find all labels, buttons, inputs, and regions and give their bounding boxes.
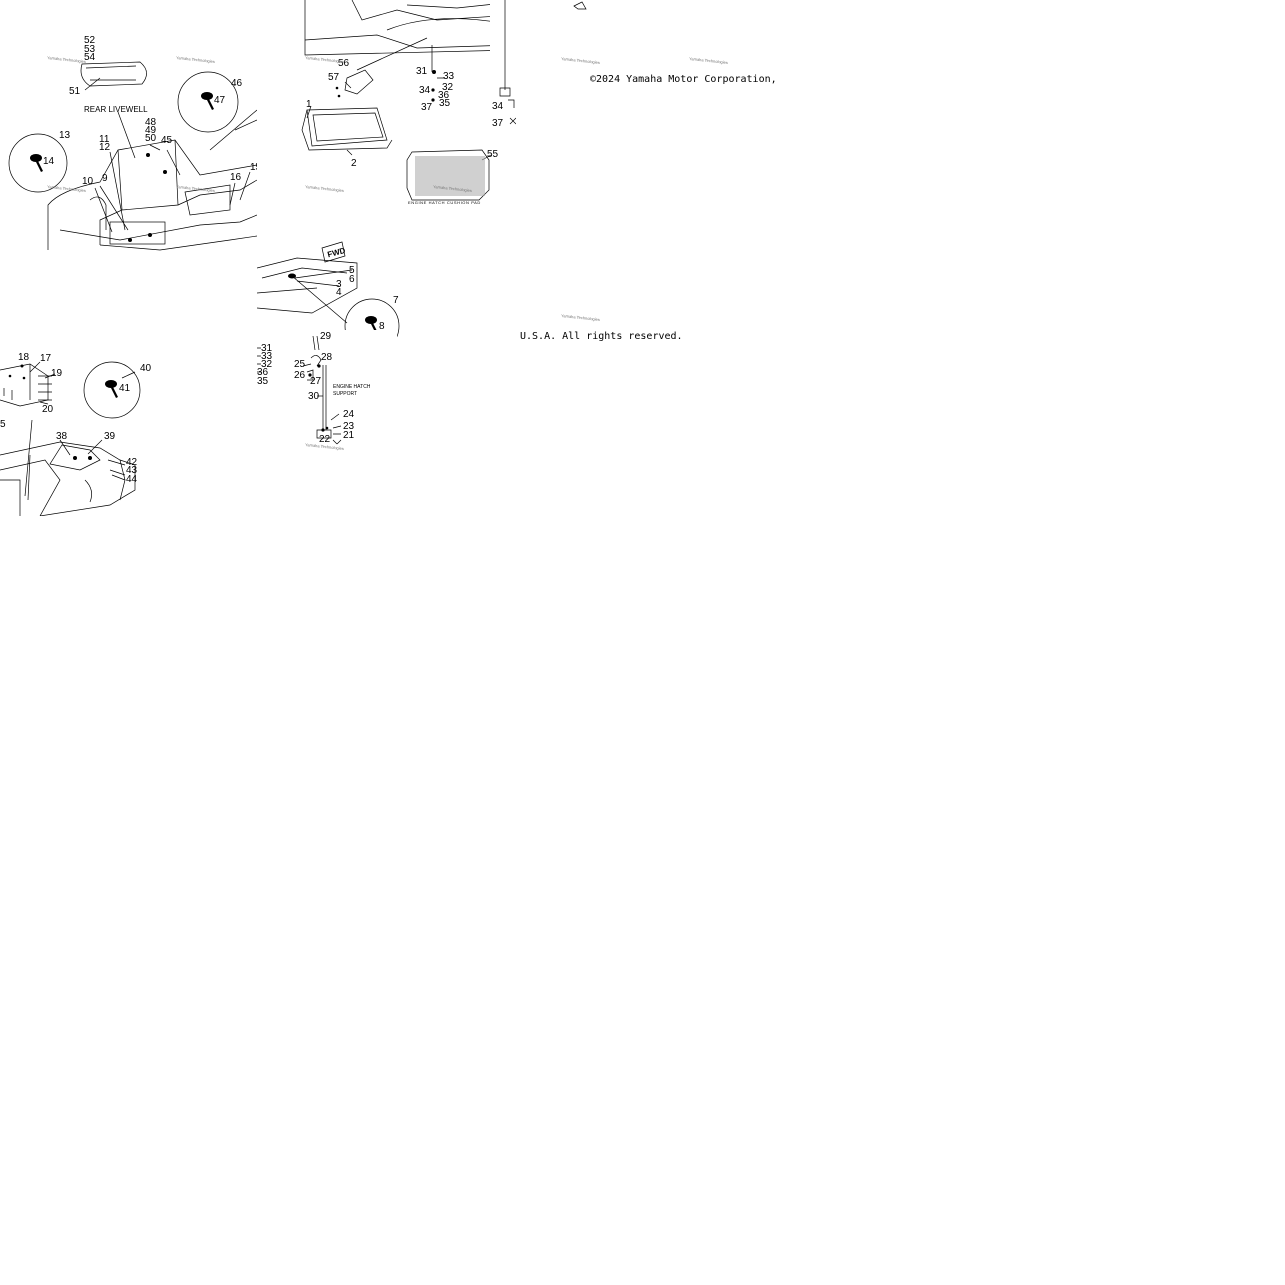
callout-33b: 33 <box>261 351 273 362</box>
copyright-line-1: ©2024 Yamaha Motor Corporation, <box>590 74 777 85</box>
callout-16: 16 <box>230 172 242 183</box>
watermark: Yamaha Technologies <box>688 55 729 66</box>
copyright-line-2: U.S.A. All rights reserved. <box>520 331 683 342</box>
callout-33: 33 <box>443 71 455 82</box>
callout-9: 9 <box>102 173 108 184</box>
callout-31: 31 <box>416 66 428 77</box>
callout-14: 14 <box>43 156 55 167</box>
callout-8: 8 <box>379 321 385 332</box>
callout-44: 44 <box>126 474 138 485</box>
callout-34: 34 <box>419 85 431 96</box>
callout-22: 22 <box>319 434 331 445</box>
watermark: Yamaha Technologies <box>560 312 601 323</box>
callout-20: 20 <box>42 404 54 415</box>
front-hatch-drawing <box>0 361 141 516</box>
watermark: Yamaha Technologies <box>560 55 601 66</box>
callout-3: 3 <box>336 279 342 290</box>
callout-2: 2 <box>351 158 357 169</box>
callout-32b: 32 <box>261 359 273 370</box>
callout-31b: 31 <box>261 343 273 354</box>
callout-48: 48 <box>145 117 157 128</box>
fwd-label: FWD <box>326 246 346 259</box>
callout-50: 50 <box>145 133 157 144</box>
callout-18: 18 <box>18 352 30 363</box>
hatch-latch-drawing <box>499 0 516 125</box>
callout-28: 28 <box>321 352 333 363</box>
callout-5b: 5 <box>0 419 6 430</box>
callout-6: 6 <box>349 274 355 285</box>
callout-10: 10 <box>82 176 94 187</box>
diagram-tile-engine-hatch-support: 31 33 32 36 35 29 28 25 26 27 30 ENGINE … <box>257 330 397 455</box>
callout-57: 57 <box>328 72 340 83</box>
engine-hatch-support-drawing <box>257 335 342 445</box>
diagram-tile-front-hatch: 18 17 19 20 5 40 41 38 39 42 43 44 Yamah… <box>0 330 257 516</box>
callout-56: 56 <box>338 58 350 69</box>
callout-42: 42 <box>126 457 138 468</box>
diagram-tile-engine-hatch: 56 57 1 2 31 33 32 34 36 37 35 55 ENGINE… <box>257 0 514 257</box>
callout-41: 41 <box>119 383 131 394</box>
callout-35: 35 <box>439 98 451 109</box>
callout-17: 17 <box>40 353 52 364</box>
diagram-tile-rear-livewell: 52 53 54 51 REAR LIVEWELL 46 47 48 49 50… <box>0 0 257 257</box>
callout-34: 34 <box>492 101 504 112</box>
callout-13: 13 <box>59 130 71 141</box>
callout-47: 47 <box>214 95 226 106</box>
rear-livewell-label: REAR LIVEWELL <box>84 105 148 114</box>
callout-37: 37 <box>492 118 504 129</box>
callout-38: 38 <box>56 431 68 442</box>
callout-4: 4 <box>336 287 342 298</box>
callout-12: 12 <box>99 142 111 153</box>
callout-26: 26 <box>294 370 306 381</box>
fragment-drawing <box>573 1 587 10</box>
callout-39: 39 <box>104 431 116 442</box>
engine-hatch-support-label: ENGINE HATCH SUPPORT <box>333 384 371 397</box>
callout-49: 49 <box>145 125 157 136</box>
callout-7: 7 <box>393 295 399 306</box>
callout-27: 27 <box>310 376 322 387</box>
callout-45: 45 <box>161 135 173 146</box>
callout-21: 21 <box>343 430 355 441</box>
callout-19: 19 <box>51 368 63 379</box>
callout-32: 32 <box>442 82 454 93</box>
callout-54: 54 <box>84 52 96 63</box>
callout-46: 46 <box>231 78 243 89</box>
callout-15: 15 <box>250 162 257 173</box>
callout-51: 51 <box>69 86 81 97</box>
callout-5: 5 <box>349 265 355 276</box>
callout-53: 53 <box>84 44 96 55</box>
callout-1: 1 <box>306 99 312 110</box>
callout-36: 36 <box>438 90 450 101</box>
engine-hatch-drawing <box>301 0 514 201</box>
callout-35b: 35 <box>257 376 269 387</box>
engine-hatch-pad-label: ENGINE HATCH CUSHION PAD <box>408 200 481 205</box>
callout-37: 37 <box>421 102 433 113</box>
callout-30: 30 <box>308 391 320 402</box>
callout-55: 55 <box>487 149 499 160</box>
diagram-tile-hatch-latch: 34 37 <box>490 0 516 130</box>
callout-36b: 36 <box>257 367 269 378</box>
callout-11: 11 <box>99 134 110 145</box>
callout-40: 40 <box>140 363 152 374</box>
hatch-lock-drawing: FWD <box>257 241 400 354</box>
callout-25: 25 <box>294 359 306 370</box>
callout-52: 52 <box>84 35 96 46</box>
rear-livewell-drawing <box>8 61 257 251</box>
callout-23: 23 <box>343 421 355 432</box>
callout-24: 24 <box>343 409 355 420</box>
callout-29: 29 <box>320 331 332 342</box>
callout-43: 43 <box>126 465 138 476</box>
